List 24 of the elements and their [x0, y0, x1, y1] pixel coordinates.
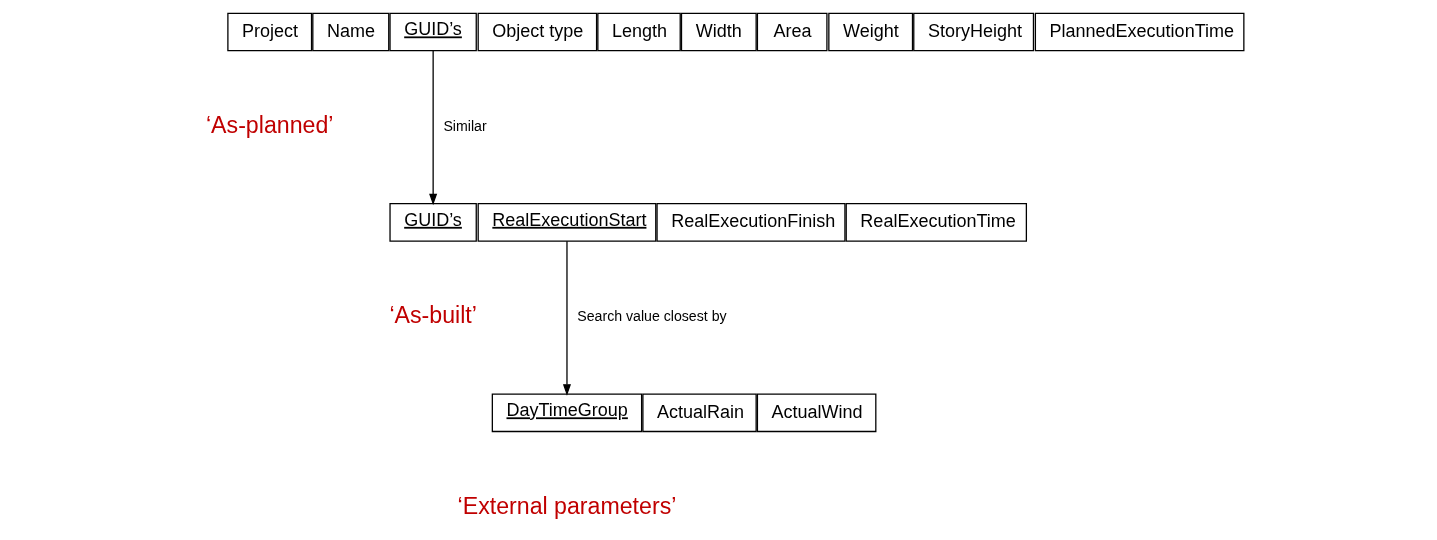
node-box: DayTimeGroup	[491, 393, 643, 433]
node-box: Width	[680, 12, 757, 52]
arrow	[562, 240, 572, 396]
node-box: Name	[312, 12, 390, 52]
node-box: RealExecutionStart	[477, 203, 657, 242]
edge-label: Similar	[443, 117, 487, 134]
node-box: ActualWind	[756, 393, 877, 433]
label: ‘As-planned’	[205, 111, 334, 138]
edge-label: Search value closest by	[577, 308, 727, 325]
node-box: Object type	[477, 12, 598, 52]
node-box: RealExecutionTime	[845, 203, 1028, 242]
node-box: Weight	[828, 12, 914, 52]
node-box: GUID’s	[389, 12, 477, 52]
label: ‘External parameters’	[457, 492, 677, 519]
label: ‘As-built’	[389, 302, 477, 329]
node-box: ActualRain	[642, 393, 757, 433]
node-box: PlannedExecutionTime	[1034, 12, 1245, 52]
node-box: Length	[597, 12, 681, 52]
node-box: StoryHeight	[913, 12, 1035, 52]
arrow	[429, 50, 438, 206]
node-box: GUID’s	[389, 203, 477, 242]
node-box: RealExecutionFinish	[656, 203, 846, 242]
node-box: Area	[756, 12, 828, 52]
node-box: Project	[227, 12, 313, 52]
